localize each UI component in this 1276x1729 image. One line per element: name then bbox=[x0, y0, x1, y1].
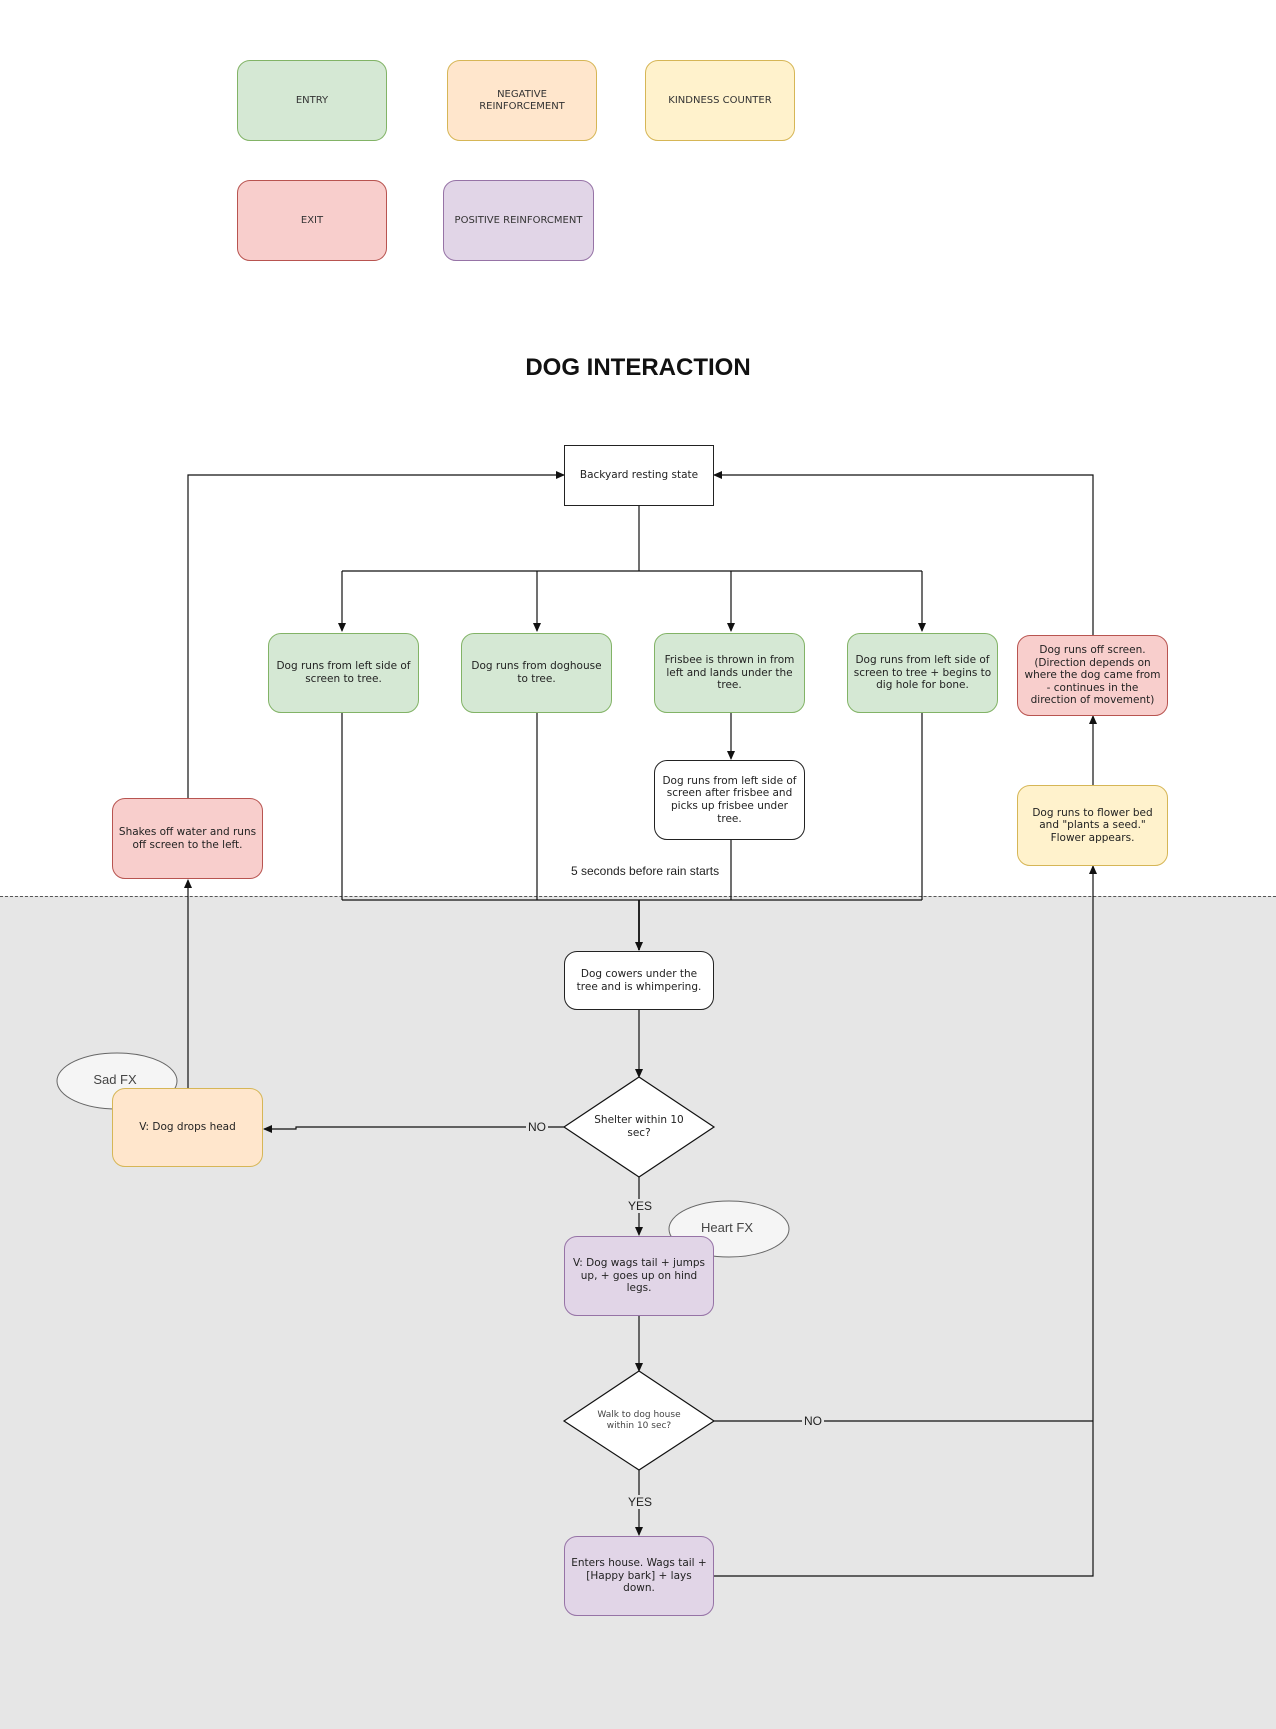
edge-exit-to-backyard bbox=[713, 471, 1094, 636]
legend-negative-label: NEGATIVE REINFORCEMENT bbox=[479, 88, 565, 112]
node-wags-label: V: Dog wags tail + jumps up, + goes up o… bbox=[572, 1257, 705, 1295]
node-backyard-resting-state: Backyard resting state bbox=[564, 445, 714, 506]
legend-negative-reinforcement: NEGATIVE REINFORCEMENT bbox=[447, 60, 597, 141]
node-frisbee-pickup: Dog runs from left side of screen after … bbox=[654, 760, 805, 840]
node-shakes-off-water: Shakes off water and runs off screen to … bbox=[112, 798, 263, 879]
edge-shakes-to-backyard bbox=[187, 471, 565, 798]
node-frisbee-pickup-label: Dog runs from left side of screen after … bbox=[662, 774, 797, 825]
node-flower-label: Dog runs to flower bed and "plants a see… bbox=[1032, 806, 1153, 844]
node-backyard-label: Backyard resting state bbox=[579, 469, 699, 482]
legend-kindness-label: KINDNESS COUNTER bbox=[668, 94, 772, 106]
legend-exit: EXIT bbox=[237, 180, 387, 261]
node-cowers-label: Dog cowers under the tree and is whimper… bbox=[576, 967, 702, 993]
node-shakes-label: Shakes off water and runs off screen to … bbox=[118, 825, 257, 851]
rain-timer-label: 5 seconds before rain starts bbox=[571, 864, 720, 878]
edge-label-no-shelter: NO bbox=[526, 1120, 548, 1134]
node-runs-off-label: Dog runs off screen. (Direction depends … bbox=[1024, 644, 1161, 707]
legend-exit-label: EXIT bbox=[300, 214, 324, 226]
diagram-title: DOG INTERACTION bbox=[525, 354, 751, 381]
node-entry-left-to-tree: Dog runs from left side of screen to tre… bbox=[268, 633, 419, 713]
node-entry-dig-hole: Dog runs from left side of screen to tre… bbox=[847, 633, 998, 713]
node-dog-drops-head: V: Dog drops head bbox=[112, 1088, 263, 1167]
node-entry4-label: Dog runs from left side of screen to tre… bbox=[853, 654, 992, 692]
walk-house-diamond bbox=[562, 1370, 716, 1471]
edge-label-no-walk: NO bbox=[802, 1414, 824, 1428]
sad-fx-label: Sad FX bbox=[93, 1072, 137, 1087]
edge-enters-right bbox=[714, 1421, 1094, 1577]
node-entry2-label: Dog runs from doghouse to tree. bbox=[471, 660, 602, 685]
node-drops-head-label: V: Dog drops head bbox=[139, 1121, 236, 1134]
node-runs-off-screen: Dog runs off screen. (Direction depends … bbox=[1017, 635, 1168, 716]
edge-label-yes-walk: YES bbox=[626, 1495, 655, 1509]
walk-house-decision-label: Walk to dog house within 10 sec? bbox=[597, 1410, 681, 1431]
legend-entry-label: ENTRY bbox=[295, 94, 329, 106]
node-entry-frisbee-thrown: Frisbee is thrown in from left and lands… bbox=[654, 633, 805, 713]
edge-shelter-no bbox=[263, 1125, 564, 1133]
node-dog-wags-tail: V: Dog wags tail + jumps up, + goes up o… bbox=[564, 1236, 714, 1316]
node-enters-house-label: Enters house. Wags tail + [Happy bark] +… bbox=[571, 1557, 707, 1595]
node-dog-cowers: Dog cowers under the tree and is whimper… bbox=[564, 951, 714, 1010]
legend-positive-reinforcement: POSITIVE REINFORCMENT bbox=[443, 180, 594, 261]
edge-label-yes-shelter: YES bbox=[626, 1199, 655, 1213]
node-enters-house: Enters house. Wags tail + [Happy bark] +… bbox=[564, 1536, 714, 1616]
heart-fx-label: Heart FX bbox=[701, 1220, 753, 1235]
node-entry-doghouse-to-tree: Dog runs from doghouse to tree. bbox=[461, 633, 612, 713]
shelter-diamond bbox=[562, 1076, 716, 1178]
shelter-decision-label: Shelter within 10 sec? bbox=[594, 1114, 684, 1139]
legend-entry: ENTRY bbox=[237, 60, 387, 141]
node-entry3-label: Frisbee is thrown in from left and lands… bbox=[664, 654, 795, 692]
node-flower-bed: Dog runs to flower bed and "plants a see… bbox=[1017, 785, 1168, 866]
legend-kindness-counter: KINDNESS COUNTER bbox=[645, 60, 795, 141]
legend-positive-label: POSITIVE REINFORCMENT bbox=[454, 214, 583, 226]
node-entry1-label: Dog runs from left side of screen to tre… bbox=[276, 660, 411, 685]
